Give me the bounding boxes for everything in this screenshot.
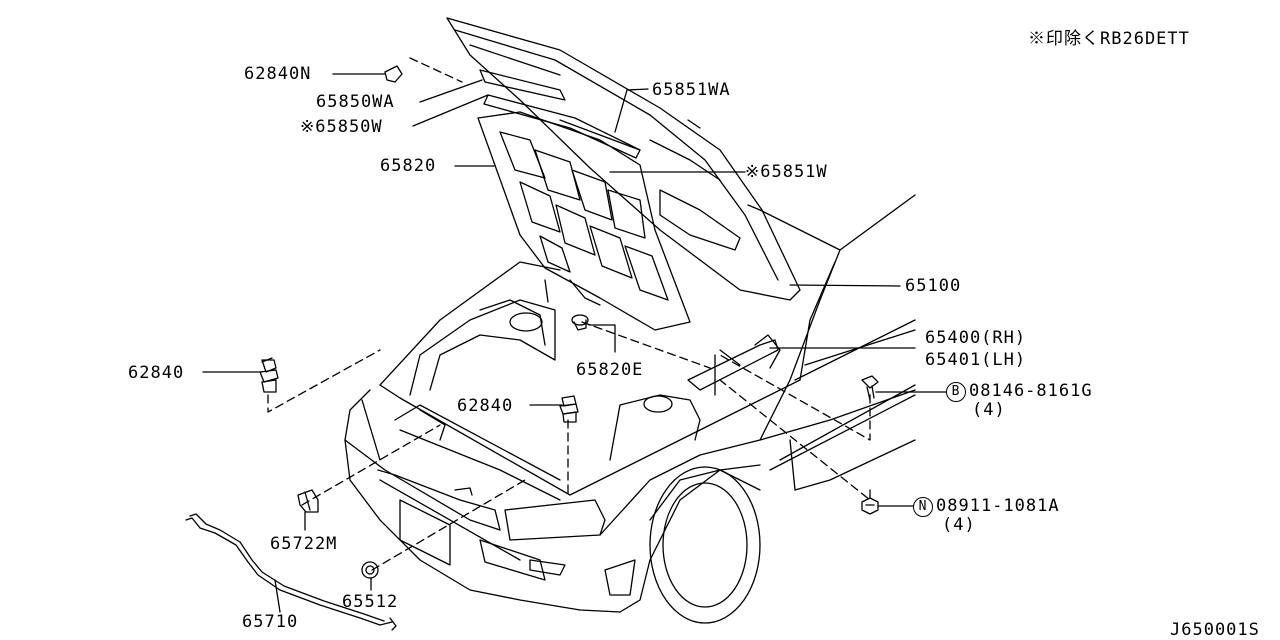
part-65710-label: 65710 bbox=[242, 612, 299, 632]
part-62840N-label: 62840N bbox=[244, 64, 312, 84]
part-65851W-label: ※65851W bbox=[745, 162, 828, 182]
grommet-65820E-icon bbox=[571, 314, 589, 331]
bolt-part-code: 08146-8161G bbox=[969, 381, 1093, 401]
hood-panel bbox=[446, 17, 801, 301]
nut-circle-marker: N bbox=[913, 497, 933, 517]
cable-clip-65512-icon bbox=[361, 561, 379, 579]
nut-part-code: 08911-1081A bbox=[936, 496, 1060, 516]
part-65722M-label: 65722M bbox=[270, 534, 338, 554]
hood-insulator-front bbox=[479, 69, 641, 159]
part-65400-label: 65400(RH) bbox=[925, 328, 1027, 348]
part-65820E-label: 65820E bbox=[576, 360, 644, 380]
part-65850W-label: ※65850W bbox=[300, 117, 383, 137]
dashed-guides bbox=[267, 57, 871, 571]
part-65820-label: 65820 bbox=[380, 156, 437, 176]
bolt-quantity: (4) bbox=[972, 400, 1006, 420]
lock-65722M-icon bbox=[297, 489, 319, 513]
part-65850WA-label: 65850WA bbox=[316, 92, 395, 112]
part-65851WA-label: 65851WA bbox=[652, 80, 731, 100]
release-cable-65710-icon bbox=[185, 513, 397, 631]
part-62840-label: 62840 bbox=[128, 363, 185, 383]
leader-lines bbox=[202, 73, 947, 613]
hood-insulator-panel bbox=[477, 111, 691, 331]
applicability-note: ※印除くRB26DETT bbox=[1028, 29, 1190, 49]
bumper-rubber-62840-icon bbox=[259, 357, 279, 393]
part-65512-label: 65512 bbox=[342, 592, 399, 612]
car-body bbox=[344, 194, 916, 624]
part-65100-label: 65100 bbox=[905, 276, 962, 296]
part-65401-label: 65401(LH) bbox=[925, 350, 1027, 370]
part-62840-center-label: 62840 bbox=[457, 396, 514, 416]
bumper-rubber-62840b-icon bbox=[559, 395, 579, 423]
drawing-id: J650001S bbox=[1170, 620, 1260, 640]
nut-icon bbox=[861, 497, 879, 515]
nut-quantity: (4) bbox=[942, 515, 976, 535]
clip-62840N-icon bbox=[384, 65, 403, 83]
bolt-circle-marker: B bbox=[946, 382, 966, 402]
bolt-icon bbox=[861, 375, 879, 401]
